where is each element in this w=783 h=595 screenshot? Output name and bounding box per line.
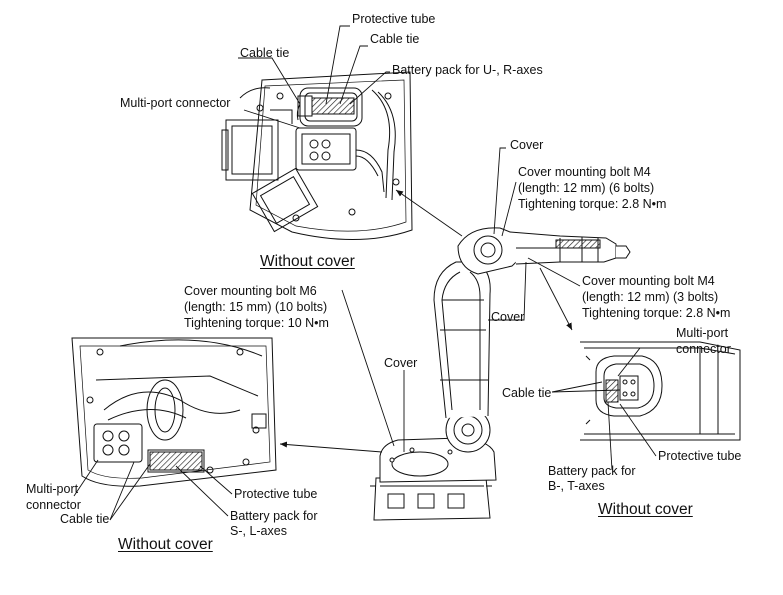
label-cover-top: Cover bbox=[510, 138, 544, 152]
label-multiport-right-1: Multi-port bbox=[676, 326, 729, 340]
label-protective-tube-top: Protective tube bbox=[352, 12, 436, 26]
label-cable-tie-top-right: Cable tie bbox=[370, 32, 420, 46]
label-battery-pack-sl-2: S-, L-axes bbox=[230, 524, 287, 538]
label-bolt-m6-length: (length: 15 mm) (10 bolts) bbox=[184, 300, 328, 314]
left-detail-view bbox=[71, 337, 277, 487]
label-cover-right: Cover bbox=[491, 310, 525, 324]
label-protective-tube-left: Protective tube bbox=[234, 487, 318, 501]
label-without-cover-top: Without cover bbox=[260, 253, 355, 270]
label-protective-tube-right: Protective tube bbox=[658, 449, 742, 463]
label-bolt-m4-3-title: Cover mounting bolt M4 bbox=[582, 274, 715, 288]
right-detail-view bbox=[580, 341, 741, 441]
label-battery-pack-bt-1: Battery pack for bbox=[548, 464, 636, 478]
robot-illustration bbox=[370, 227, 631, 521]
label-bolt-m4-6-title: Cover mounting bolt M4 bbox=[518, 165, 651, 179]
label-multiport-left-2: connector bbox=[26, 498, 81, 512]
label-cable-tie-top-left: Cable tie bbox=[240, 46, 290, 60]
label-multiport-top: Multi-port connector bbox=[120, 96, 231, 110]
label-multiport-left-1: Multi-port bbox=[26, 482, 79, 496]
label-bolt-m4-3-length: (length: 12 mm) (3 bolts) bbox=[582, 290, 719, 304]
label-bolt-m6-torque: Tightening torque: 10 N•m bbox=[184, 316, 329, 330]
label-cable-tie-right: Cable tie bbox=[502, 386, 552, 400]
label-cable-tie-left: Cable tie bbox=[60, 512, 110, 526]
label-bolt-m6-title: Cover mounting bolt M6 bbox=[184, 284, 317, 298]
leader-lines bbox=[73, 25, 676, 521]
label-multiport-right-2: connector bbox=[676, 342, 731, 356]
label-cover-mid: Cover bbox=[384, 356, 418, 370]
label-without-cover-right: Without cover bbox=[598, 501, 693, 518]
label-bolt-m4-6-length: (length: 12 mm) (6 bolts) bbox=[518, 181, 655, 195]
label-bolt-m4-3-torque: Tightening torque: 2.8 N•m bbox=[582, 306, 731, 320]
label-without-cover-left: Without cover bbox=[118, 536, 213, 553]
label-battery-pack-ur: Battery pack for U-, R-axes bbox=[392, 63, 543, 77]
label-battery-pack-bt-2: B-, T-axes bbox=[548, 479, 605, 493]
label-battery-pack-sl-1: Battery pack for bbox=[230, 509, 318, 523]
label-bolt-m4-6-torque: Tightening torque: 2.8 N•m bbox=[518, 197, 667, 211]
top-detail-view bbox=[221, 71, 413, 240]
